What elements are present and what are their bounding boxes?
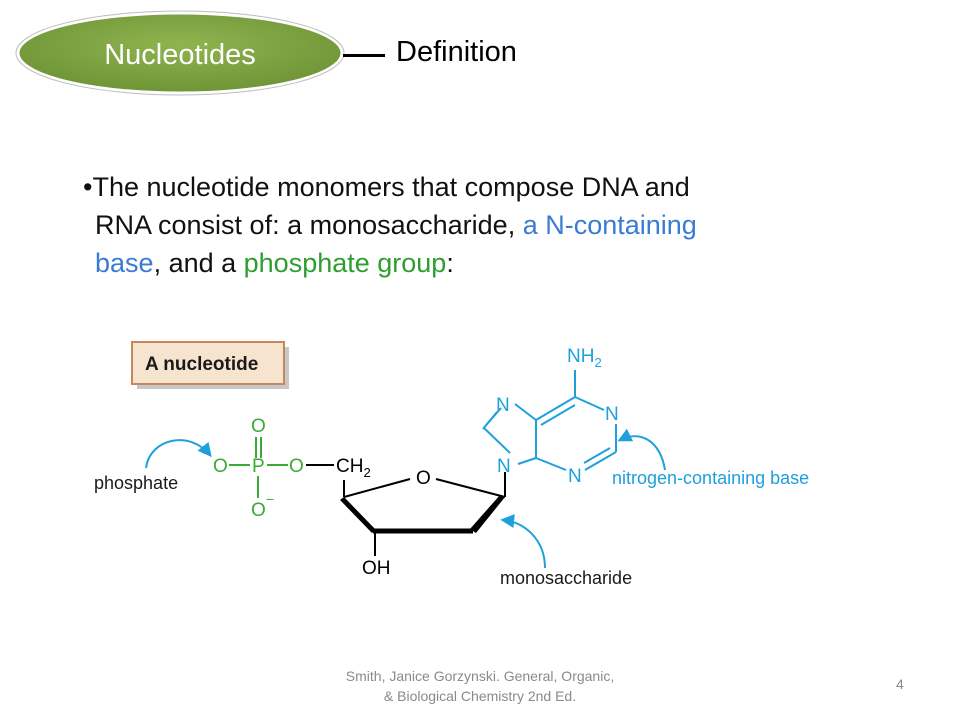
atom-o-top: O — [251, 416, 266, 437]
base-arrow — [617, 428, 666, 471]
base-label: nitrogen-containing base — [612, 468, 809, 488]
atom-o-bridge: O — [289, 456, 304, 477]
phosphate-arrow — [145, 439, 212, 469]
atom-oh: OH — [362, 558, 391, 579]
header-connector-line — [343, 54, 385, 57]
citation-line-2: & Biological Chemistry 2nd Ed. — [383, 688, 577, 704]
figure-title-box: A nucleotide — [131, 341, 289, 389]
atom-ch2: CH2 — [336, 456, 371, 480]
atom-ring-o: O — [416, 468, 431, 489]
topic-pill: Nucleotides — [15, 10, 345, 96]
atom-o-minus-left: O — [213, 456, 228, 477]
atom-n3: N — [568, 466, 582, 487]
sugar-ring — [340, 472, 506, 556]
line2-plain: RNA consist of: a monosaccharide, — [95, 210, 523, 240]
line3-green: phosphate group — [243, 248, 447, 278]
line3-blue: base — [95, 248, 154, 278]
adenine-base — [482, 370, 617, 471]
figure-title: A nucleotide — [145, 354, 258, 375]
atom-nh2: NH2 — [567, 346, 602, 370]
minus-sign-bottom: − — [266, 491, 274, 507]
atom-p: P — [252, 456, 265, 477]
line2-blue: a N-containing — [522, 210, 697, 240]
page-number: 4 — [896, 676, 904, 692]
atom-o-bottom: O — [251, 500, 266, 521]
bullet-line-2: RNA consist of: a monosaccharide, a N-co… — [83, 206, 843, 244]
bullet-line-3: base, and a phosphate group: — [83, 244, 843, 282]
sugar-label: monosaccharide — [500, 568, 632, 588]
atom-n1: N — [605, 404, 619, 425]
citation-line-1: Smith, Janice Gorzynski. General, Organi… — [345, 668, 615, 684]
phosphate-group: O − O P O O − — [203, 416, 304, 521]
atom-n7: N — [496, 395, 510, 416]
bullet-mark: • — [83, 172, 93, 202]
sugar-arrow — [500, 514, 546, 569]
bullet-text: •The nucleotide monomers that compose DN… — [83, 168, 843, 282]
subtopic-label: Definition — [396, 36, 517, 68]
line3-end: : — [446, 248, 454, 278]
atom-n9: N — [497, 456, 511, 477]
citation: Smith, Janice Gorzynski. General, Organi… — [300, 666, 660, 706]
topic-label: Nucleotides — [104, 39, 256, 71]
bullet-line-1: The nucleotide monomers that compose DNA… — [92, 172, 690, 202]
line3-plain: , and a — [153, 248, 244, 278]
phosphate-label: phosphate — [94, 473, 178, 493]
